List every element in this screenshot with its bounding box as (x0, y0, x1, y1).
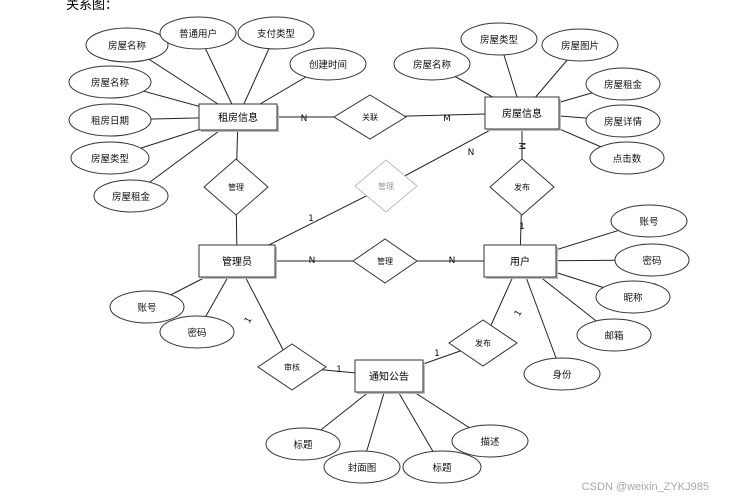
attribute-b4: 房屋租金 (585, 67, 661, 101)
relationship-r_publish2: 发布 (448, 319, 518, 367)
attribute-label: 房屋名称 (413, 59, 452, 71)
attribute-c1: 账号 (109, 290, 185, 324)
cardinality-k4: 1 (308, 214, 314, 224)
attribute-label: 普通用户 (179, 28, 217, 40)
attribute-u1: 账号 (610, 204, 688, 238)
entity-notice: 通知公告 (354, 359, 425, 394)
cardinality-k13: 1 (513, 309, 525, 319)
attribute-label: 房屋类型 (91, 153, 130, 165)
cardinality-k2: M (443, 114, 451, 124)
attribute-label: 账号 (639, 217, 658, 228)
cardinality-k8: 1 (519, 222, 525, 232)
attribute-b3: 房屋名称 (393, 47, 471, 81)
cardinality-k6: M (516, 142, 526, 150)
connector-user-u5 (519, 260, 563, 375)
attribute-label: 密码 (187, 327, 206, 339)
attribute-a3: 支付类型 (237, 16, 315, 50)
relationship-label: 审核 (284, 362, 300, 372)
entity-rental: 租房信息 (198, 103, 279, 132)
cardinality-k5: N (309, 256, 316, 266)
attribute-a4: 创建时间 (289, 47, 367, 81)
cardinality-k11: 1 (336, 365, 342, 375)
cardinality-k10: 1 (243, 316, 255, 326)
relationship-label: 管理 (377, 256, 393, 266)
relationship-r_link: 关联 (333, 94, 407, 140)
relationship-label: 关联 (362, 112, 378, 122)
attribute-label: 密码 (642, 255, 661, 267)
attribute-label: 标题 (432, 462, 452, 474)
relationship-r_manage2: 管理 (352, 238, 418, 284)
entity-house: 房屋信息 (484, 96, 561, 131)
attribute-label: 点击数 (613, 153, 642, 165)
attribute-label: 账号 (137, 303, 156, 314)
attribute-label: 房屋名称 (91, 77, 130, 89)
attribute-label: 房屋图片 (561, 40, 599, 52)
relationship-r_manage3: 管理 (354, 159, 418, 213)
attribute-label: 邮箱 (604, 330, 623, 342)
entity-label: 用户 (510, 255, 530, 268)
cardinality-k7: N (449, 256, 456, 266)
attribute-a8: 房屋租金 (93, 179, 169, 213)
attribute-label: 房屋租金 (604, 79, 643, 91)
attribute-u5: 身份 (523, 357, 601, 391)
attribute-b1: 房屋类型 (460, 22, 538, 56)
attribute-b2: 房屋图片 (541, 28, 619, 62)
attribute-label: 标题 (293, 439, 313, 451)
attribute-u2: 密码 (614, 243, 690, 277)
attribute-b5: 房屋详情 (585, 104, 661, 138)
attribute-label: 创建时间 (309, 59, 347, 71)
entity-label: 管理员 (222, 255, 252, 268)
entity-label: 房屋信息 (502, 107, 542, 120)
attribute-b6: 点击数 (589, 141, 665, 175)
relationship-label: 发布 (514, 182, 530, 192)
relationship-label: 管理 (378, 181, 394, 191)
attribute-u4: 邮箱 (576, 318, 652, 352)
relationship-r_manage1: 管理 (203, 158, 269, 216)
attribute-n3: 标题 (402, 450, 482, 484)
page-caption: 关系图： (66, 0, 119, 13)
attribute-label: 房屋详情 (604, 116, 643, 128)
attribute-label: 封面图 (348, 462, 377, 474)
entity-admin: 管理员 (198, 244, 277, 279)
attribute-u3: 昵称 (595, 280, 671, 314)
relationship-label: 管理 (228, 182, 244, 192)
attribute-label: 身份 (552, 369, 572, 381)
attribute-a2: 普通用户 (159, 16, 237, 50)
watermark: CSDN @weixin_ZYKJ985 (581, 481, 709, 493)
attribute-n1: 标题 (265, 427, 341, 461)
entity-user: 用户 (483, 244, 558, 279)
cardinality-k1: N (301, 114, 308, 124)
cardinality-k3: N (468, 148, 475, 158)
attribute-a7: 房屋类型 (70, 141, 150, 175)
entity-label: 租房信息 (218, 111, 258, 124)
attribute-n4: 描述 (451, 424, 529, 458)
attribute-a5: 房屋名称 (68, 65, 152, 99)
attribute-label: 租房日期 (91, 115, 129, 127)
attribute-n2: 封面图 (323, 450, 401, 484)
cardinality-k12: 1 (434, 349, 440, 359)
attribute-label: 支付类型 (257, 28, 296, 40)
attribute-a1: 房屋名称 (85, 27, 169, 63)
relationship-r_publish1: 发布 (489, 158, 555, 216)
entity-label: 通知公告 (369, 370, 409, 383)
attribute-label: 描述 (480, 436, 500, 448)
attribute-label: 房屋类型 (480, 34, 519, 46)
attribute-a6: 租房日期 (68, 103, 152, 137)
relationship-label: 发布 (475, 338, 491, 348)
relationship-r_review: 审核 (257, 343, 327, 391)
attribute-label: 昵称 (623, 292, 643, 304)
attribute-c2: 密码 (159, 315, 235, 349)
attribute-label: 房屋名称 (108, 40, 147, 52)
attribute-label: 房屋租金 (112, 191, 151, 203)
